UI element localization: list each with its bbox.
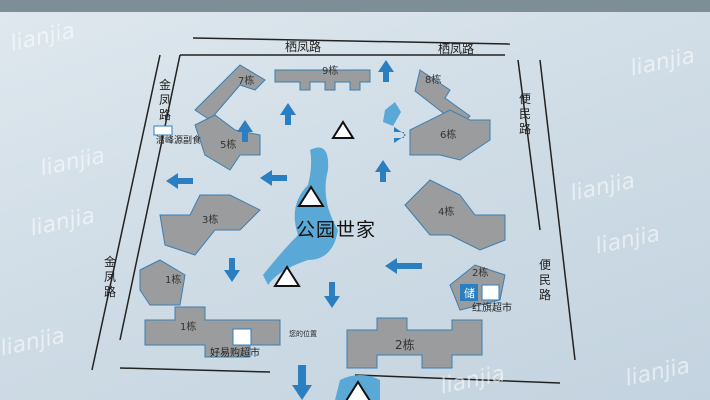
arrow-right-icon [394, 127, 406, 143]
building-2-lower [346, 317, 483, 369]
road-line-right-inner [517, 59, 541, 231]
road-label-qifeng-right: 栖凤路 [438, 42, 475, 56]
pedestrian-signs [273, 120, 371, 400]
road-label-qifeng-left: 栖凤路 [285, 40, 322, 54]
storage-icon [460, 284, 478, 301]
road-line-left-inner [119, 54, 181, 341]
shop-label-haoyigou: 好易购超市 [210, 348, 260, 359]
building-label-2-right: 2栋 [472, 268, 489, 279]
building-label-9: 9栋 [322, 66, 339, 77]
building-label-4: 4栋 [438, 207, 455, 218]
building-4 [404, 179, 506, 251]
pedestrian-sign-icon [297, 185, 325, 207]
direction-arrows [166, 60, 422, 400]
arrow-left-icon [260, 170, 287, 186]
road-line-left [91, 54, 161, 371]
building-label-8: 8栋 [425, 75, 442, 86]
building-label-1-upper: 1栋 [165, 275, 182, 286]
arrow-down-icon [324, 282, 340, 308]
road-line-top [192, 37, 511, 45]
shop-cart-icon [153, 125, 173, 136]
road-label-bianmin-upper: 便民路 [518, 92, 531, 136]
pedestrian-sign-icon [273, 265, 301, 287]
road-line-bottom-left [119, 367, 271, 373]
arrow-up-icon [378, 60, 394, 82]
building-label-7: 7栋 [238, 76, 255, 87]
storage-label: 储 [464, 287, 475, 300]
road-label-jinfeng-upper: 金凤路 [158, 78, 171, 122]
road-label-bianmin-lower: 便民路 [538, 258, 551, 302]
sign-top-edge [0, 0, 710, 12]
building-label-5: 5栋 [220, 140, 237, 151]
road-label-jinfeng-lower: 金凤路 [103, 255, 116, 299]
building-label-2-lower: 2栋 [395, 338, 415, 352]
building-8 [414, 69, 471, 127]
arrow-up-icon [237, 120, 253, 142]
arrow-up-icon [375, 160, 391, 182]
pedestrian-sign-icon [331, 120, 355, 139]
road-line-bottom-right [354, 374, 561, 384]
map-title: 公园世家 [296, 219, 377, 241]
shop-label-grocery: 清峰源副食 [156, 136, 202, 146]
road-line-right [539, 59, 576, 361]
building-label-3: 3栋 [202, 215, 219, 226]
shop-label-hongqi: 红旗超市 [472, 303, 512, 314]
building-3 [159, 194, 261, 256]
building-1-upper [139, 259, 186, 306]
arrow-down-icon [292, 365, 312, 400]
pond-segment [383, 102, 401, 126]
shop-cart-icon [232, 328, 252, 346]
building-7 [194, 64, 266, 121]
building-9 [274, 69, 371, 91]
arrow-up-icon [280, 103, 296, 125]
building-5 [194, 114, 261, 171]
building-label-6: 6栋 [440, 130, 457, 141]
shop-cart-icon [481, 284, 500, 301]
arrow-left-icon [385, 258, 422, 274]
pond [263, 102, 401, 400]
shop-icons [153, 125, 500, 346]
building-label-1-lower: 1栋 [180, 322, 197, 333]
pedestrian-sign-icon [345, 380, 371, 400]
arrow-down-icon [224, 258, 240, 282]
you-are-here-label: 您的位置 [289, 330, 317, 338]
river [263, 147, 338, 285]
building-6 [409, 109, 491, 161]
arrow-left-icon [166, 173, 193, 189]
